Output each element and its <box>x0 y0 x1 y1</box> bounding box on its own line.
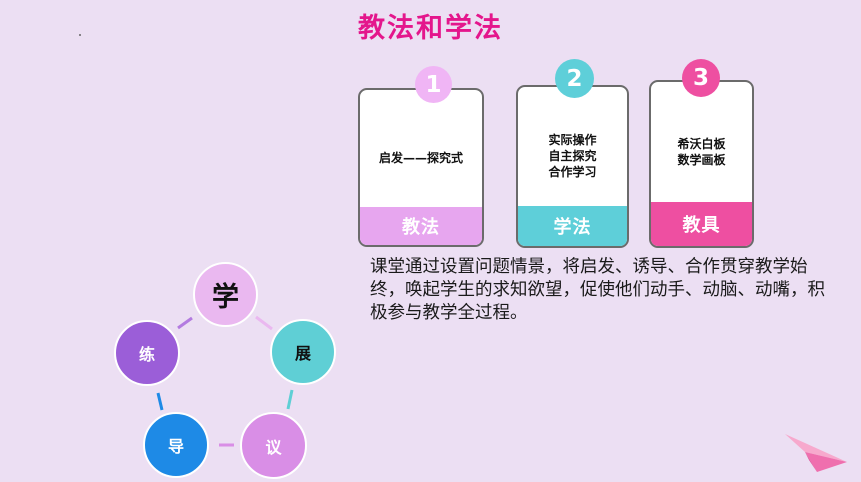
page-title: 教法和学法 <box>358 13 503 44</box>
card-band-label: 教法 <box>360 207 482 245</box>
paper-plane-icon <box>785 434 847 472</box>
card-line: 实际操作 <box>548 132 597 147</box>
number-badge-3: 3 <box>682 59 720 97</box>
cycle-node-yi: 议 <box>240 412 307 479</box>
card-body: 希沃白板 数学画板 <box>651 82 752 214</box>
cycle-node-lian: 练 <box>114 320 180 386</box>
decorative-dot <box>79 34 81 36</box>
card-body: 实际操作 自主探究 合作学习 <box>518 87 627 216</box>
card-teaching-aids: 希沃白板 数学画板 教具 <box>649 80 754 248</box>
cycle-node-zhan: 展 <box>270 319 336 385</box>
card-line: 希沃白板 <box>677 137 726 151</box>
number-badge-1: 1 <box>415 66 452 103</box>
card-band-label: 教具 <box>651 202 752 246</box>
card-line: 合作学习 <box>548 164 597 179</box>
number-badge-2: 2 <box>555 59 594 98</box>
description-text: 课堂通过设置问题情景，将启发、诱导、合作贯穿教学始终，唤起学生的求知欲望，促使他… <box>370 257 825 323</box>
cycle-node-xue: 学 <box>193 262 258 327</box>
card-line: 自主探究 <box>548 148 597 163</box>
card-body: 启发——探究式 <box>360 90 482 217</box>
card-line: 启发——探究式 <box>378 150 463 165</box>
card-line: 数学画板 <box>677 153 726 167</box>
cycle-node-dao: 导 <box>143 412 209 478</box>
card-teaching-method: 启发——探究式 教法 <box>358 88 484 247</box>
card-band-label: 学法 <box>518 206 627 246</box>
